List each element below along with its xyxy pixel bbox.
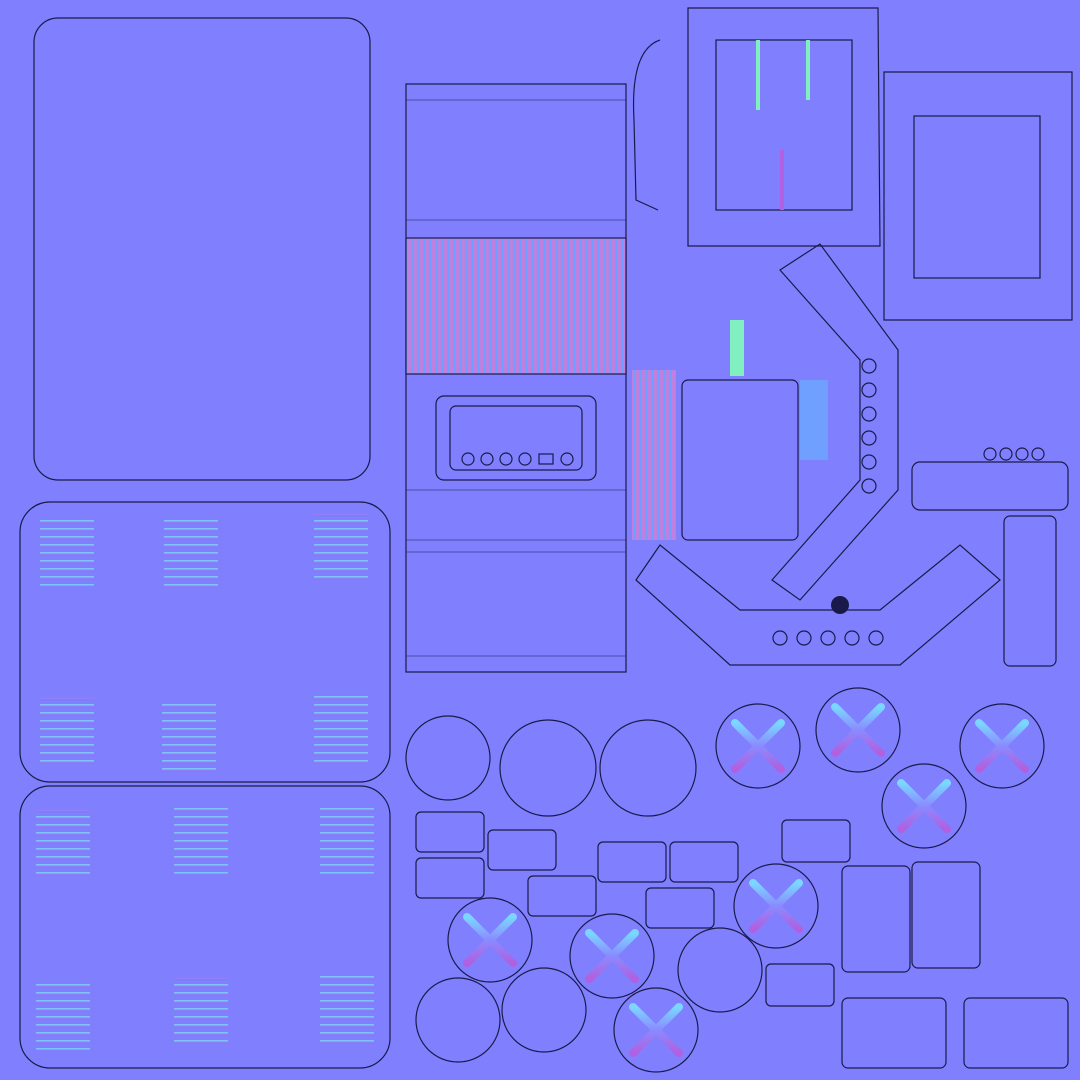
discs bbox=[405, 687, 1045, 1073]
curved-strip bbox=[632, 39, 661, 211]
vent-panel-bottom bbox=[19, 785, 391, 1069]
hull-piece-a bbox=[687, 7, 881, 247]
center-strip bbox=[405, 83, 627, 673]
hull-piece-b bbox=[883, 71, 1073, 321]
vent-panel-top bbox=[19, 501, 391, 783]
central-assembly bbox=[632, 243, 1069, 667]
small-plates bbox=[415, 811, 1069, 1069]
panel-large bbox=[33, 17, 371, 481]
